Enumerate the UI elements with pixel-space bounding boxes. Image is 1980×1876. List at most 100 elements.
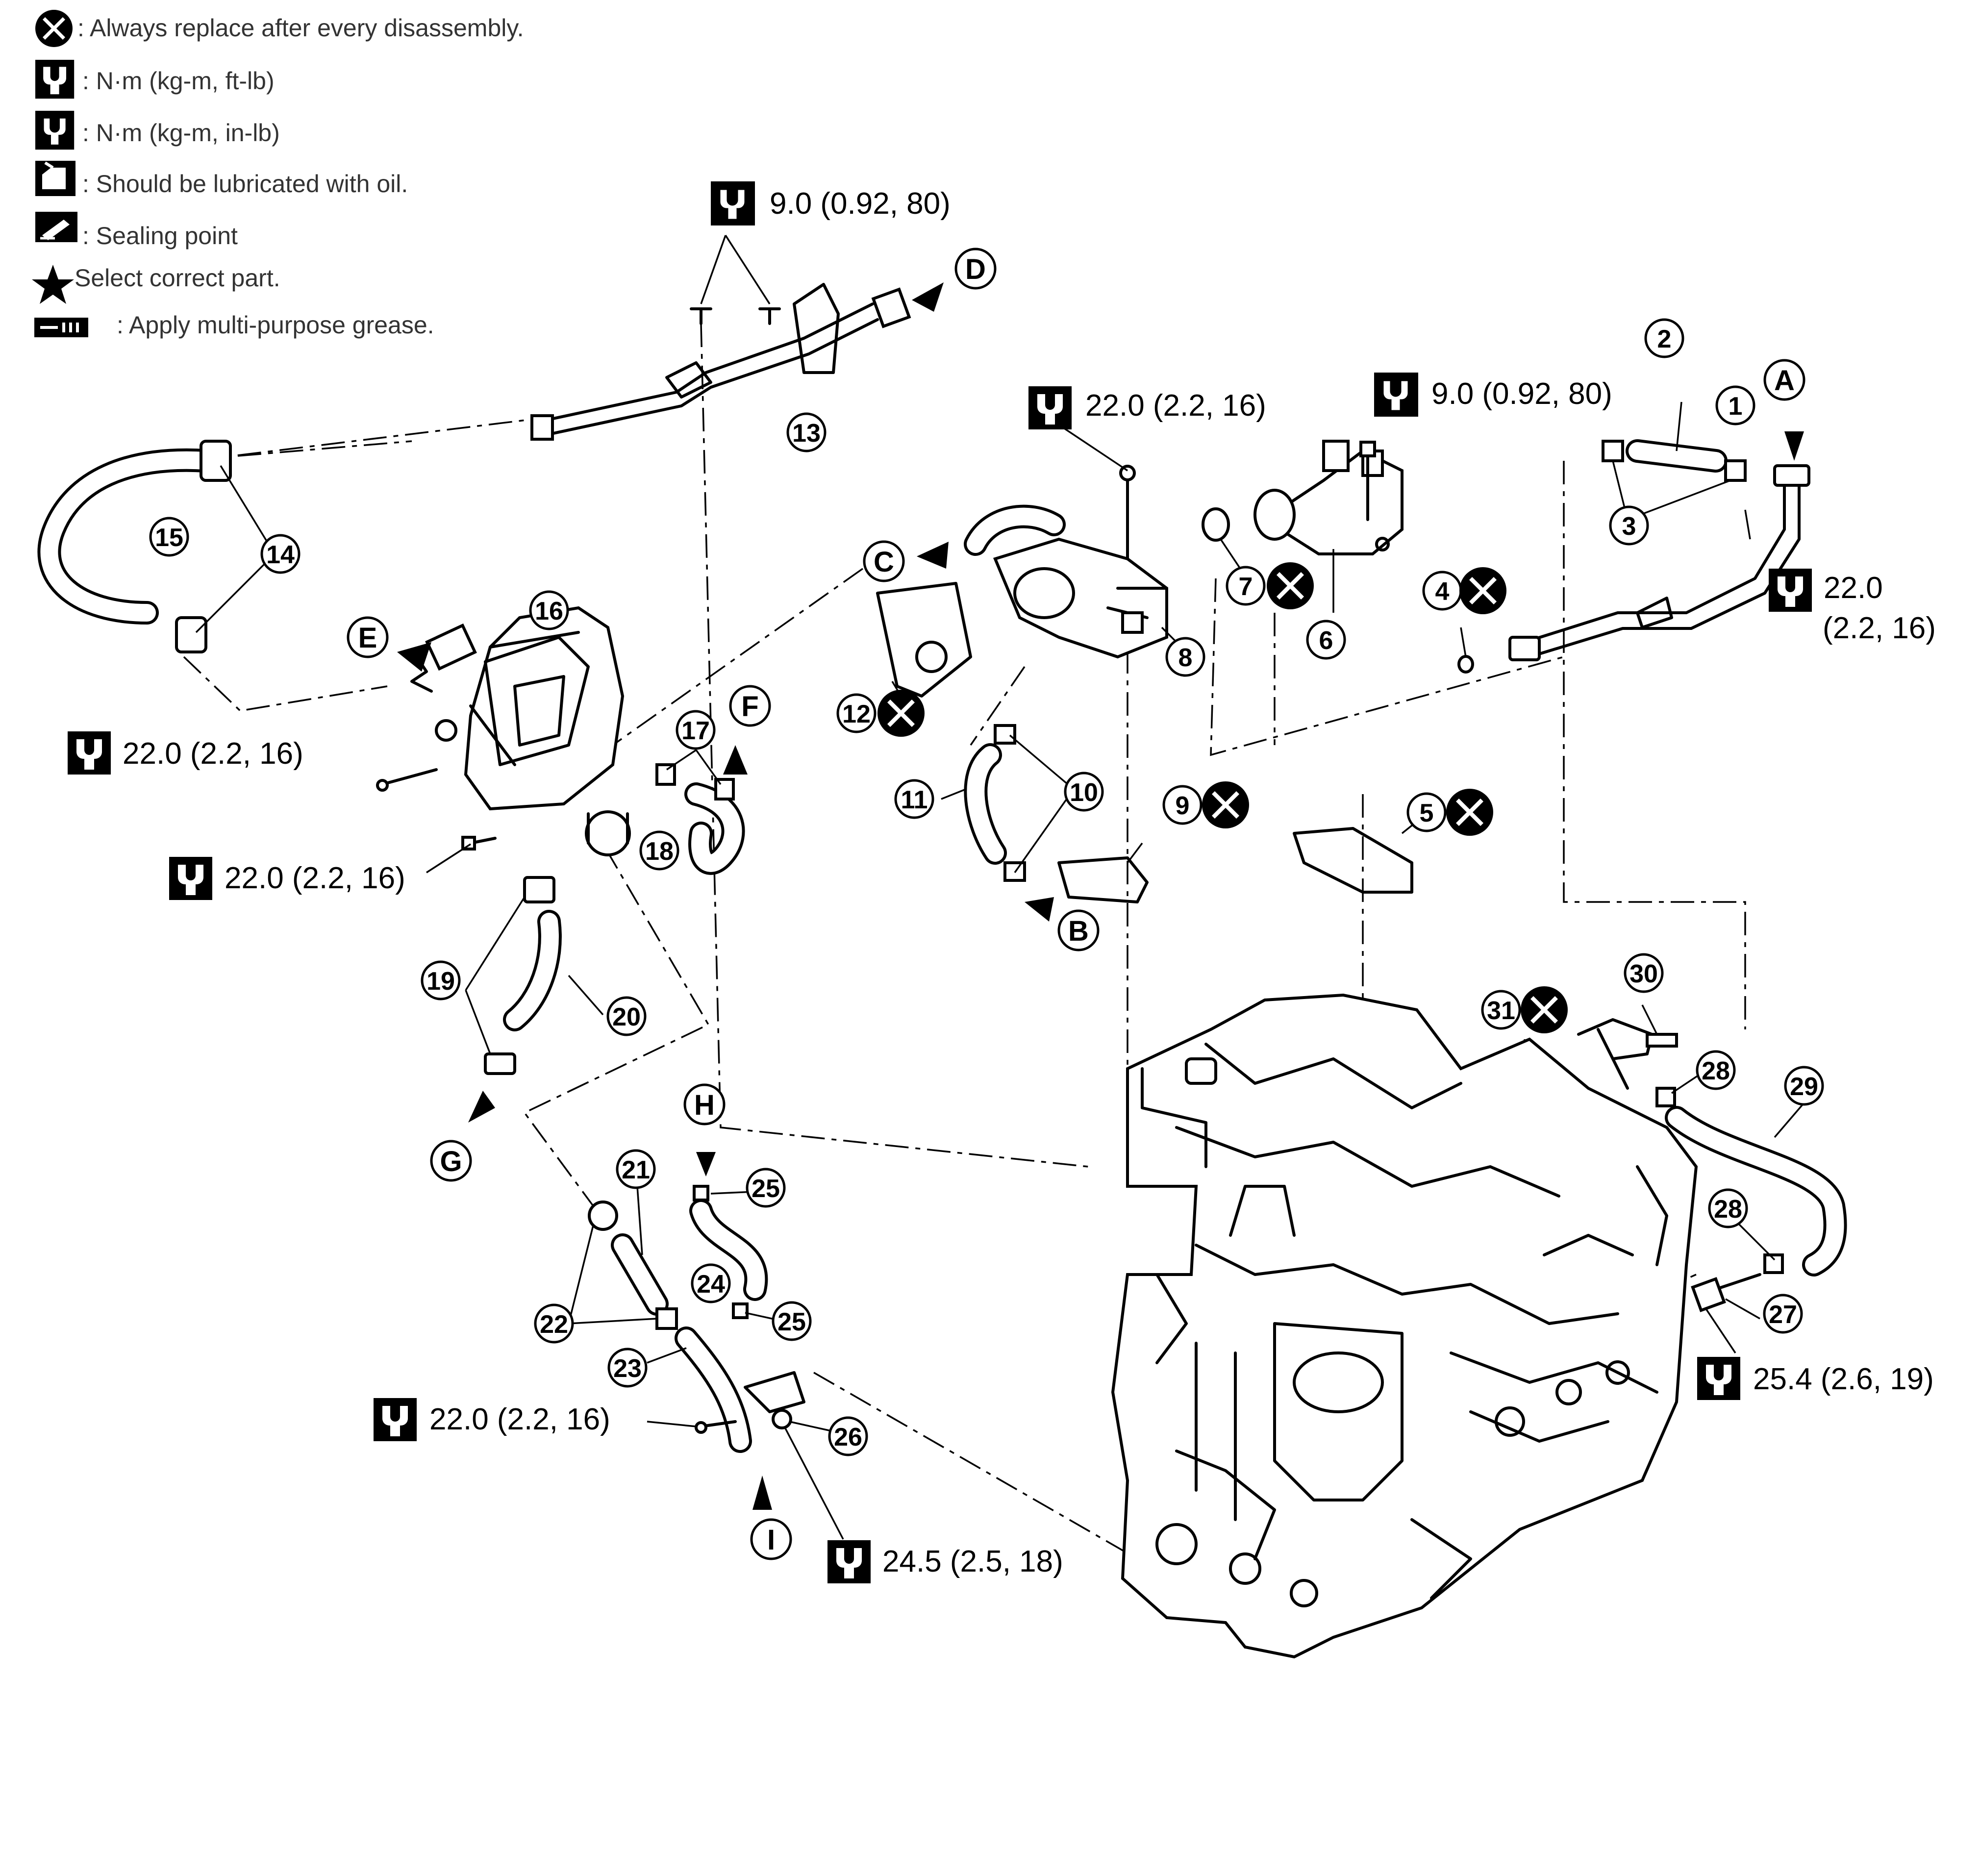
o-ring-4 [1457, 655, 1474, 674]
pipe-23 [675, 1326, 805, 1453]
hose-24 [689, 1199, 768, 1301]
torque-value-t9: 25.4 (2.6, 19) [1753, 1362, 1934, 1396]
water-pipe-13 [530, 283, 911, 441]
legend-star-text: Select correct part. [75, 264, 280, 292]
torque-callouts: 9.0 (0.92, 80) 22.0 (2.2, 16) 9.0 (0.92,… [68, 181, 1936, 1583]
part-num-13: 13 [792, 419, 821, 448]
gasket-9 [1057, 856, 1149, 903]
part-num-24: 24 [697, 1270, 725, 1299]
part-number-callouts: 1 2 3 4 5 6 7 8 9 10 11 12 13 14 15 16 1… [149, 318, 1824, 1456]
hose-29 [1665, 1106, 1847, 1276]
torque-in-lb-icon-t3 [1374, 373, 1418, 417]
part-num-28-bottom: 28 [1714, 1195, 1742, 1224]
part-num-25-bottom: 25 [777, 1308, 806, 1336]
clamp-17-a [655, 763, 676, 786]
part-num-15: 15 [155, 524, 183, 552]
letter-c: C [874, 546, 894, 578]
letter-g: G [440, 1146, 462, 1177]
part-num-26: 26 [834, 1423, 862, 1451]
hose-21 [611, 1233, 669, 1316]
letter-d: D [965, 253, 986, 285]
clamp-22-bottom [655, 1307, 678, 1330]
letter-i: I [767, 1524, 775, 1556]
arrow-d-pointer [912, 282, 944, 312]
part-num-28-top: 28 [1702, 1057, 1730, 1085]
arrow-e-pointer [397, 642, 431, 672]
replace-x-icon [35, 10, 73, 47]
part-num-10: 10 [1070, 778, 1098, 807]
connection-letters: A B C D E F G H I [347, 248, 1805, 1560]
torque-ft-lb-icon-t6 [169, 857, 212, 900]
clamp-28-top [1655, 1087, 1676, 1107]
arrow-a-pointer [1784, 431, 1804, 461]
replace-x-icon-7 [1267, 562, 1314, 609]
torque-ft-lb-icon [35, 60, 75, 99]
clamp-3-a [1602, 440, 1624, 462]
gasket-5 [1293, 827, 1413, 894]
part-num-16: 16 [535, 597, 563, 625]
oil-can-icon [35, 161, 75, 196]
hose-15 [37, 448, 218, 625]
hose-11 [964, 743, 1007, 865]
part-num-30: 30 [1629, 960, 1658, 988]
part-num-17: 17 [681, 717, 710, 745]
torque-value-t8: 24.5 (2.5, 18) [882, 1545, 1063, 1578]
letter-f: F [741, 691, 758, 723]
torque-ft-lb-icon-t9 [1697, 1357, 1740, 1400]
replace-x-icon-31 [1521, 986, 1568, 1033]
part-num-14: 14 [266, 541, 295, 569]
part-num-9: 9 [1176, 792, 1190, 820]
clamp-28-bottom [1763, 1253, 1784, 1274]
part-num-22: 22 [540, 1310, 568, 1339]
part-num-31: 31 [1487, 997, 1515, 1025]
clamp-19-top [523, 876, 555, 903]
arrow-g-pointer [468, 1091, 495, 1123]
part-num-11: 11 [901, 786, 928, 814]
letter-e: E [358, 622, 377, 654]
part-num-18: 18 [645, 837, 674, 866]
part-num-5: 5 [1420, 799, 1434, 827]
torque-value-t1: 9.0 (0.92, 80) [770, 187, 951, 221]
torque-ft-lb-icon-t4 [1769, 569, 1812, 612]
sealing-point-icon [35, 212, 77, 242]
arrow-c-pointer [917, 542, 949, 569]
part-num-8: 8 [1178, 644, 1193, 672]
torque-value-t3: 9.0 (0.92, 80) [1431, 377, 1612, 411]
legend-grease-text: : Apply multi-purpose grease. [117, 311, 434, 339]
arrow-i-pointer [752, 1476, 772, 1510]
torque-value-t5: 22.0 (2.2, 16) [123, 737, 303, 771]
clamp-3-b [1724, 459, 1747, 482]
part-num-3: 3 [1622, 512, 1636, 541]
torque-value-t6: 22.0 (2.2, 16) [225, 861, 405, 895]
torque-ft-lb-icon-t8 [827, 1540, 871, 1583]
clamp-22-top [588, 1201, 618, 1231]
part-num-25-top: 25 [752, 1175, 780, 1203]
part-num-29: 29 [1790, 1073, 1818, 1101]
letter-h: H [694, 1089, 715, 1121]
part-num-20: 20 [612, 1003, 641, 1031]
legend-replace-text: : Always replace after every disassembly… [77, 14, 524, 42]
o-ring-7 [1202, 507, 1230, 542]
clamp-17-b [714, 778, 735, 800]
thermostat-housing-16 [425, 606, 631, 856]
torque-ft-lb-icon-t5 [68, 731, 111, 775]
replace-x-icon-12 [877, 690, 925, 737]
plug-26 [772, 1409, 792, 1429]
torque-in-lb-icon-t1 [711, 181, 755, 225]
part-num-27: 27 [1769, 1301, 1797, 1329]
clamp-19-bottom [484, 1052, 516, 1075]
hose-18 [684, 782, 745, 875]
legend-ft-lb-text: : N·m (kg-m, ft-lb) [82, 67, 275, 95]
clamp-25-top [693, 1185, 709, 1201]
clamp-25-bottom [732, 1302, 749, 1319]
arrow-h-pointer [696, 1152, 716, 1176]
arrow-f-pointer [723, 745, 748, 775]
torque-value-t4a: 22.0 [1824, 571, 1883, 605]
clamp-10-top [994, 724, 1016, 745]
gasket-12 [876, 582, 972, 698]
replace-x-icon-4 [1459, 567, 1506, 614]
part-num-6: 6 [1319, 626, 1333, 655]
hose-20 [503, 910, 562, 1031]
legend: : Always replace after every disassembly… [32, 10, 524, 339]
